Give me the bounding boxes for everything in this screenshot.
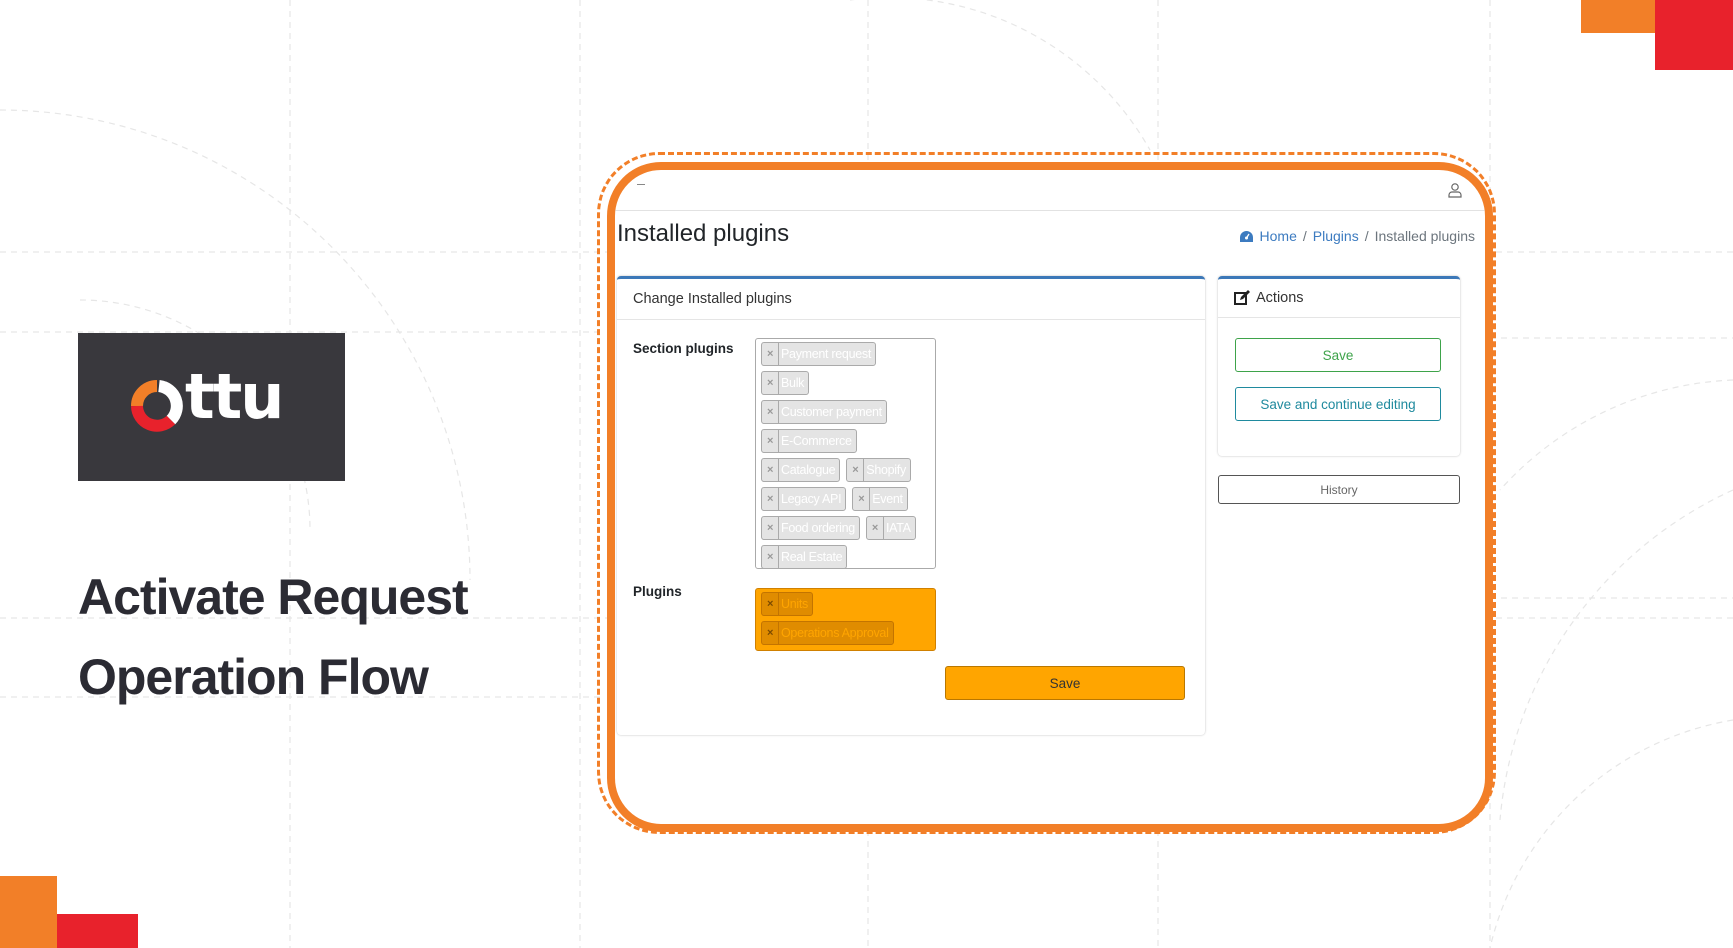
hero-title-line1: Activate Request: [78, 569, 469, 625]
remove-tag-icon[interactable]: ×: [762, 430, 779, 452]
topbar-divider: [615, 210, 1485, 211]
tag-label: Food ordering: [781, 521, 855, 535]
breadcrumb: Home / Plugins / Installed plugins: [1239, 228, 1475, 244]
breadcrumb-separator: /: [1364, 228, 1369, 244]
dashboard-icon: [1239, 230, 1253, 242]
tag-label: Legacy API: [781, 492, 842, 506]
save-and-continue-button[interactable]: Save and continue editing: [1235, 387, 1441, 421]
ottu-logo: ttu: [78, 333, 345, 481]
remove-tag-icon[interactable]: ×: [762, 488, 779, 510]
selected-tag: ×Catalogue: [761, 458, 841, 482]
breadcrumb-home[interactable]: Home: [1259, 228, 1297, 244]
edit-icon: [1234, 290, 1250, 305]
menu-toggle-icon[interactable]: [637, 184, 645, 185]
logo-text: ttu: [185, 360, 284, 433]
breadcrumb-separator: /: [1302, 228, 1307, 244]
corner-decoration-orange: [0, 876, 57, 948]
selected-tag: ×Payment request: [761, 342, 876, 366]
selected-tag: ×Shopify: [846, 458, 911, 482]
remove-tag-icon[interactable]: ×: [762, 593, 779, 615]
remove-tag-icon[interactable]: ×: [853, 488, 871, 510]
breadcrumb-current: Installed plugins: [1374, 228, 1475, 244]
tag-label: Customer payment: [781, 405, 882, 419]
selected-tag: ×Customer payment: [761, 400, 887, 424]
remove-tag-icon[interactable]: ×: [762, 372, 779, 394]
history-button[interactable]: History: [1218, 475, 1460, 504]
section-plugins-select[interactable]: ×Payment request×Bulk×Customer payment×E…: [755, 338, 936, 569]
section-plugins-label: Section plugins: [633, 341, 734, 356]
tag-label: Bulk: [781, 376, 805, 390]
save-button[interactable]: Save: [945, 666, 1185, 700]
selected-tag: ×Legacy API: [761, 487, 847, 511]
remove-tag-icon[interactable]: ×: [762, 622, 779, 644]
selected-tag: ×Bulk: [761, 371, 810, 395]
actions-save-button[interactable]: Save: [1235, 338, 1441, 372]
card-title: Change Installed plugins: [617, 279, 1205, 320]
tag-label: Operations Approval: [781, 626, 889, 640]
tag-label: Units: [781, 597, 808, 611]
actions-header: Actions: [1218, 279, 1460, 318]
selected-tag: ×Real Estate: [761, 545, 848, 569]
tag-label: IATA: [885, 521, 911, 535]
remove-tag-icon[interactable]: ×: [762, 459, 779, 481]
corner-decoration-orange: [1581, 0, 1655, 33]
selected-tag: ×Units: [761, 592, 813, 616]
remove-tag-icon[interactable]: ×: [762, 401, 779, 423]
tag-label: E-Commerce: [781, 434, 852, 448]
selected-tag: ×E-Commerce: [761, 429, 857, 453]
tag-label: Catalogue: [781, 463, 836, 477]
user-icon[interactable]: [1447, 182, 1463, 198]
remove-tag-icon[interactable]: ×: [762, 517, 779, 539]
tag-label: Shopify: [866, 463, 906, 477]
remove-tag-icon[interactable]: ×: [847, 459, 865, 481]
selected-tag: ×Food ordering: [761, 516, 860, 540]
page-title: Installed plugins: [617, 220, 790, 247]
tag-label: Payment request: [781, 347, 871, 361]
change-plugins-card: Change Installed plugins Section plugins…: [617, 276, 1205, 735]
plugins-select[interactable]: ×Units×Operations Approval: [755, 588, 936, 651]
actions-card: Actions Save Save and continue editing: [1218, 276, 1460, 456]
plugins-label: Plugins: [633, 584, 682, 599]
corner-decoration-red: [57, 914, 138, 948]
logo-ring-icon: [131, 380, 183, 432]
selected-tag: ×Operations Approval: [761, 621, 894, 645]
highlight-dashed-frame: [597, 152, 1496, 834]
remove-tag-icon[interactable]: ×: [762, 546, 779, 568]
breadcrumb-plugins[interactable]: Plugins: [1312, 228, 1359, 244]
selected-tag: ×IATA: [865, 516, 916, 540]
tag-label: Real Estate: [781, 550, 843, 564]
app-window: Installed plugins Home / Plugins / Insta…: [607, 162, 1493, 832]
tag-label: Event: [872, 492, 903, 506]
corner-decoration-red: [1655, 0, 1733, 70]
hero-title-line2: Operation Flow: [78, 649, 429, 705]
selected-tag: ×Event: [852, 487, 908, 511]
actions-title: Actions: [1256, 290, 1304, 306]
remove-tag-icon[interactable]: ×: [762, 343, 779, 365]
remove-tag-icon[interactable]: ×: [867, 517, 884, 539]
